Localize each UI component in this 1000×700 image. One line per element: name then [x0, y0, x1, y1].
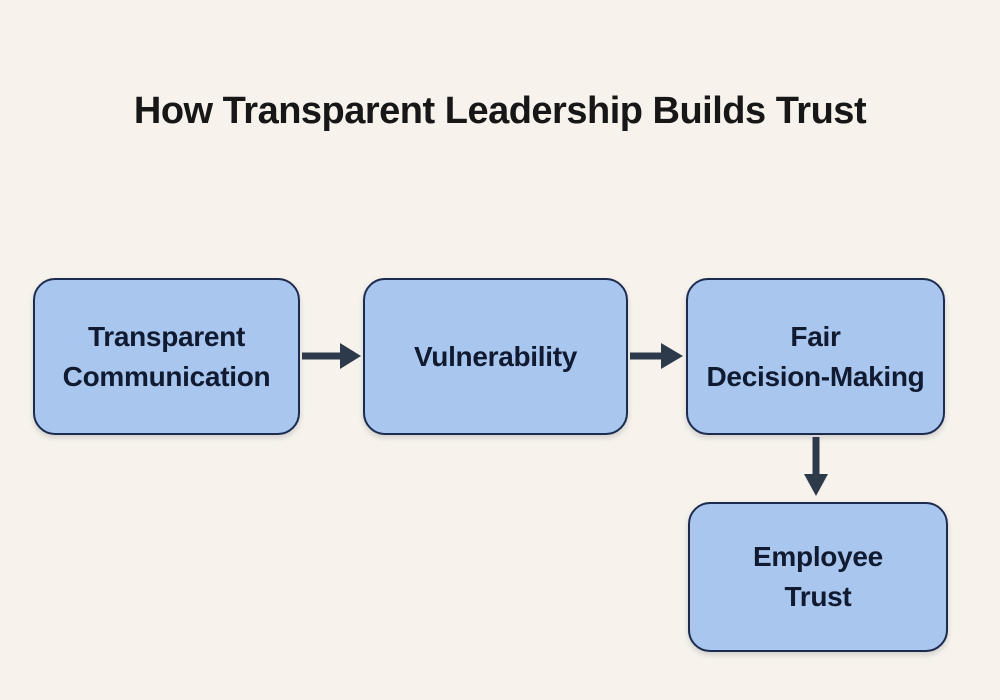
node-vulnerability: Vulnerability [363, 278, 628, 435]
node-label-transparent-communication: Transparent Communication [62, 320, 271, 392]
arrow-communication-to-vulnerability-icon [302, 343, 361, 369]
node-label-vulnerability: Vulnerability [413, 340, 578, 372]
node-fair-decision-making: Fair Decision-Making [686, 278, 945, 435]
node-transparent-communication: Transparent Communication [33, 278, 300, 435]
arrow-vulnerability-to-decision-icon [630, 343, 683, 369]
diagram-title: How Transparent Leadership Builds Trust [133, 90, 867, 132]
node-label-fair-decision-making: Fair Decision-Making [706, 320, 925, 392]
node-label-employee-trust: Employee Trust [753, 541, 883, 612]
node-employee-trust: Employee Trust [688, 502, 948, 652]
arrow-decision-to-trust-icon [804, 437, 828, 496]
